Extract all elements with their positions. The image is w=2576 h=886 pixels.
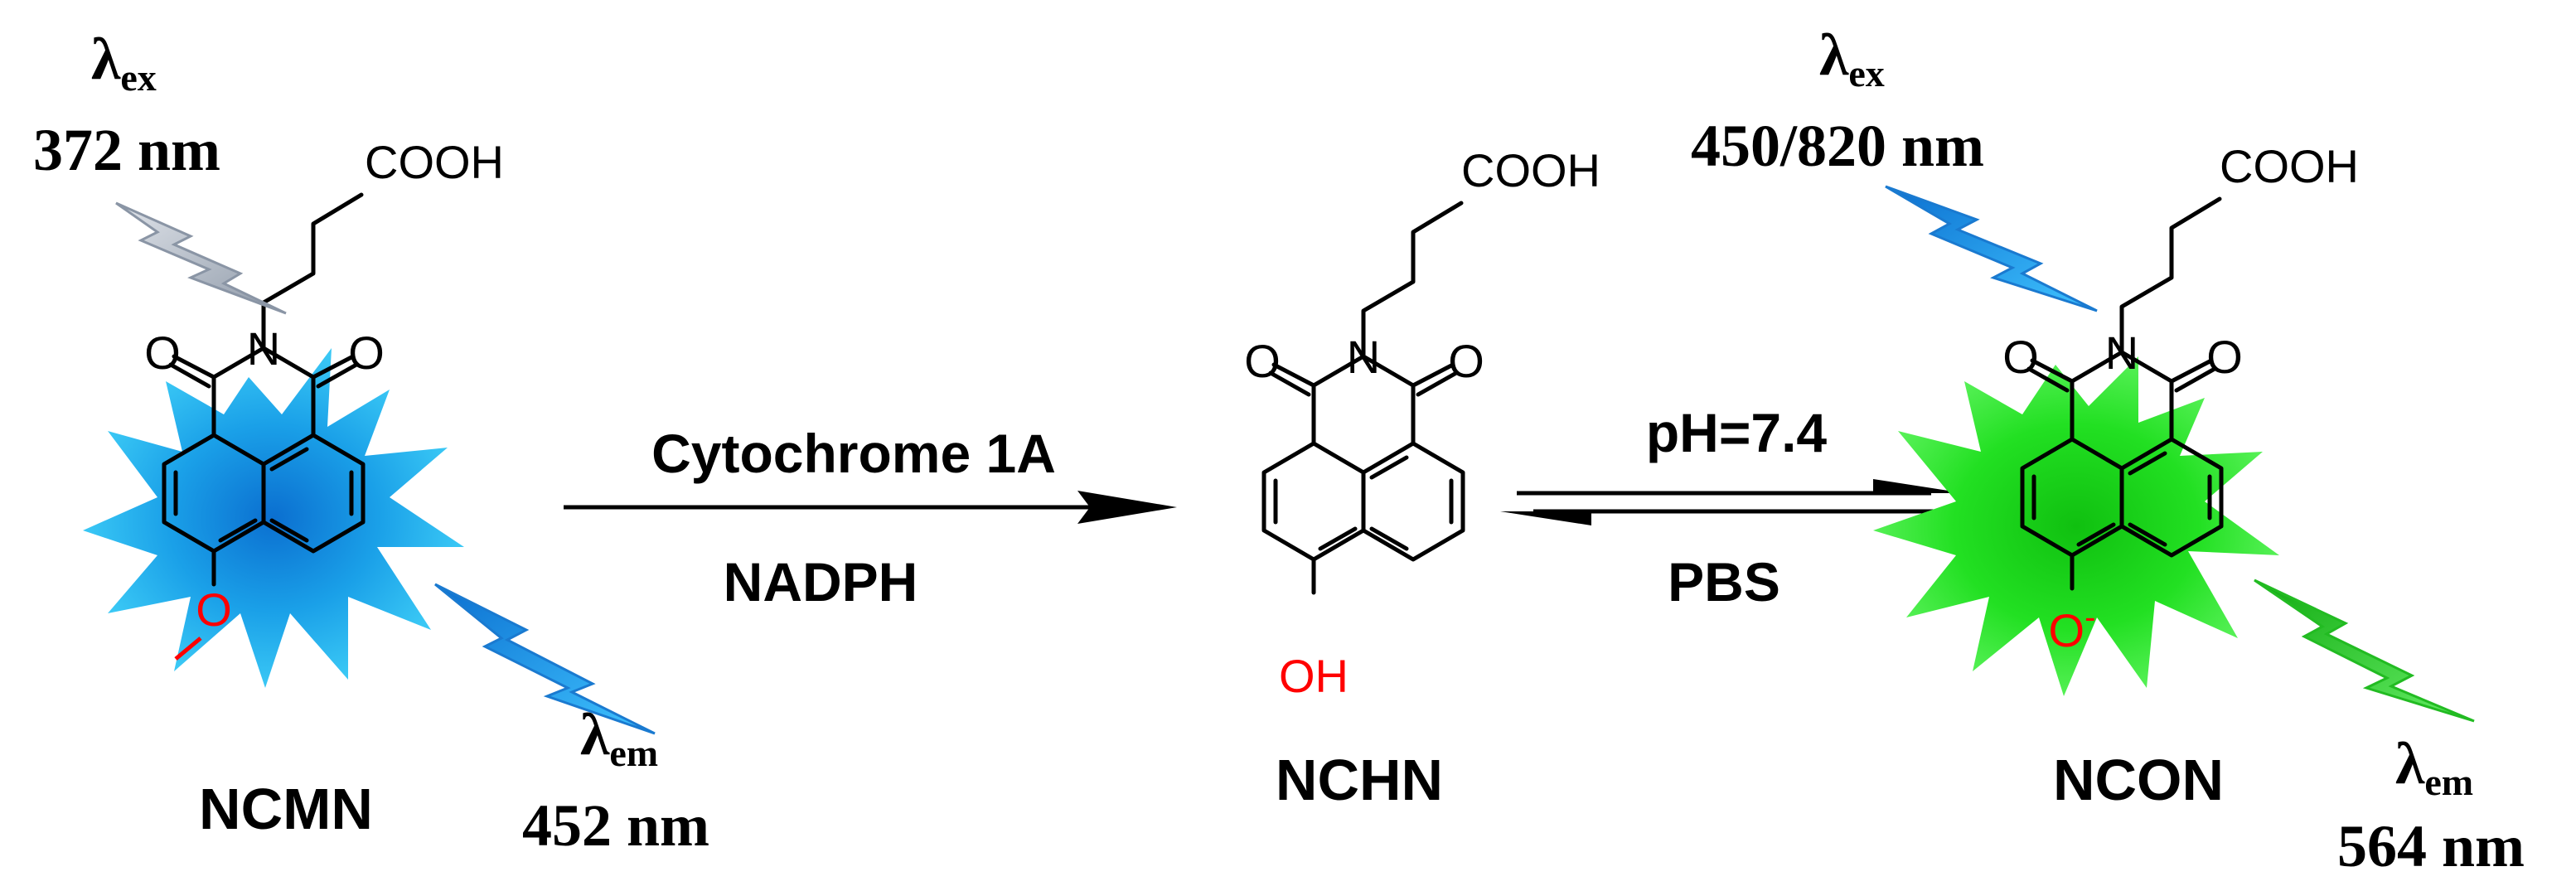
carbonyl-o-left: O (144, 327, 181, 379)
excitation-label: λex (1819, 22, 1885, 94)
reaction-arrow-1: Cytochrome 1A NADPH (564, 423, 1177, 612)
methoxy-o-label: O (196, 583, 232, 636)
compound-name: NCHN (1276, 748, 1443, 812)
equilibrium-arrows: pH=7.4 PBS (1500, 402, 1964, 612)
acid-label: COOH (2220, 140, 2359, 192)
reagent-above: Cytochrome 1A (651, 423, 1056, 484)
hydroxyl-label: OH (1279, 650, 1349, 702)
acid-label: COOH (365, 136, 504, 188)
excitation-wavelength: 450/820 nm (1691, 113, 1984, 179)
reagent-below: NADPH (724, 551, 918, 612)
emission-bolt-icon (2254, 579, 2475, 723)
emission-wavelength: 564 nm (2337, 813, 2525, 879)
compound-ncon: N O O COOH O- λex 450/820 nm λem 564 nm … (1691, 22, 2525, 879)
compound-name: NCON (2053, 748, 2224, 812)
condition-below: PBS (1668, 551, 1780, 612)
carbonyl-o-right: O (2206, 331, 2243, 383)
excitation-wavelength: 372 nm (33, 117, 220, 183)
imide-n-label: N (247, 322, 280, 375)
emission-bolt-icon (434, 583, 656, 735)
excitation-bolt-icon (1885, 185, 2098, 312)
carbonyl-o-right: O (348, 327, 385, 379)
condition-above: pH=7.4 (1646, 402, 1828, 463)
compound-ncmn: N O O COOH O λex 372 nm λem 452 nm NCMN (33, 26, 709, 859)
imide-n-label: N (2105, 327, 2138, 379)
carbonyl-o-right: O (1448, 335, 1484, 387)
carbonyl-o-left: O (2002, 331, 2039, 383)
emission-label: λem (580, 701, 658, 774)
acid-label: COOH (1461, 144, 1600, 196)
imide-n-label: N (1347, 331, 1380, 383)
compound-name: NCMN (199, 777, 373, 841)
blue-glow-burst (83, 348, 464, 688)
excitation-label: λex (91, 26, 157, 99)
emission-label: λem (2395, 730, 2473, 803)
compound-nchn: N O O COOH OH NCHN (1244, 144, 1600, 812)
carbonyl-o-left: O (1244, 335, 1281, 387)
emission-wavelength: 452 nm (522, 792, 709, 859)
excitation-bolt-icon (115, 201, 287, 315)
phenolate-o-label: O- (2049, 599, 2096, 656)
